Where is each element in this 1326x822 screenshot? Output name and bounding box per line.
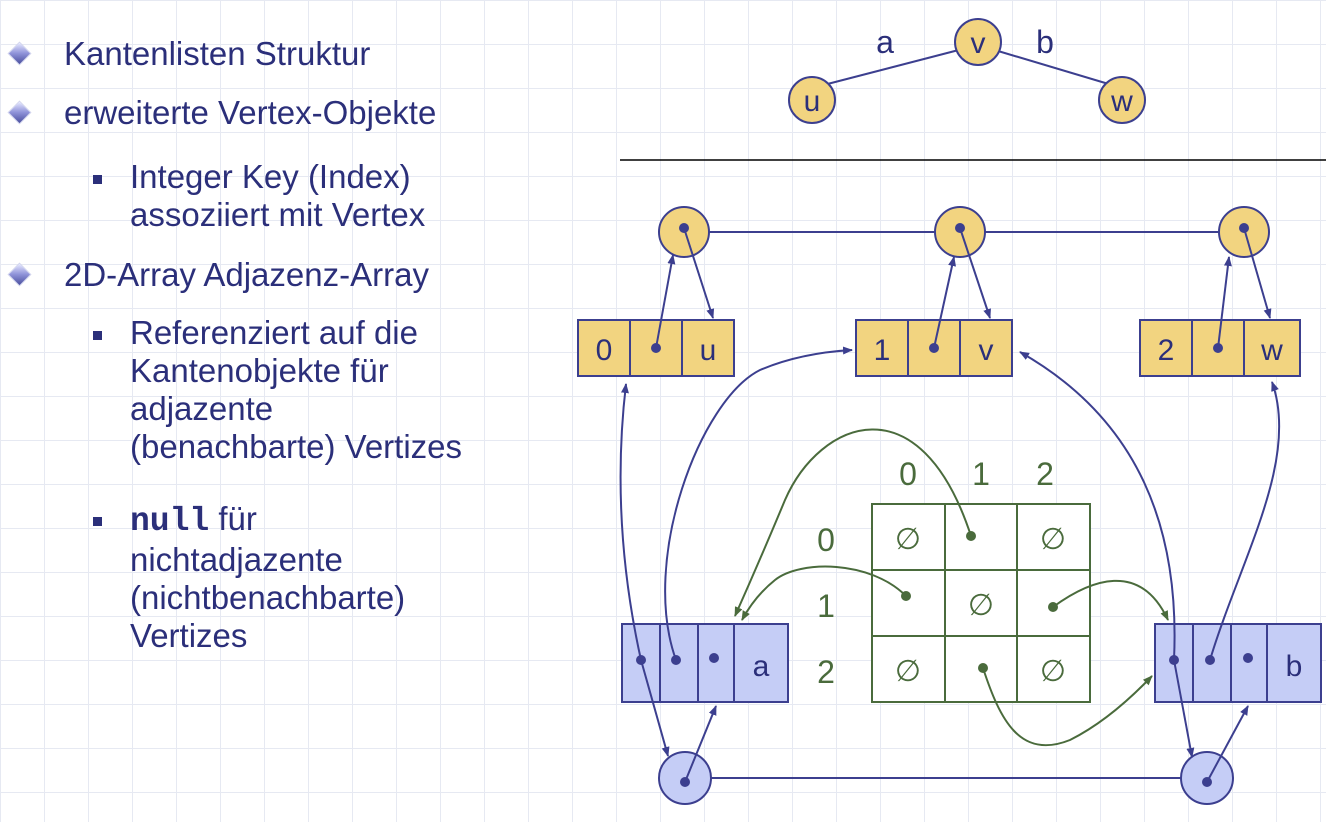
vertex-record-u-index: 0 — [596, 334, 613, 367]
subbullet-integer-key: Integer Key (Index) assoziiert mit Verte… — [92, 158, 426, 234]
subbullet-integer-key-line1: Integer Key (Index) — [130, 158, 411, 195]
edge-record-b-label: b — [1286, 650, 1303, 683]
edge-record-a-label: a — [753, 650, 770, 683]
vertex-record-w-index: 2 — [1158, 334, 1175, 367]
graph-vertex-v — [954, 18, 1002, 66]
matrix-reference-arrows — [734, 428, 1169, 747]
matrix-col-header-1: 1 — [972, 456, 990, 492]
vertex-record-v-label: v — [979, 334, 994, 367]
vertex-record-u: 0 u — [577, 319, 735, 377]
graph-vertex-w-label: w — [1110, 85, 1133, 118]
subbullet-references-edge-objects: Referenziert auf die Kantenobjekte für a… — [92, 314, 463, 466]
vertex-record-w-label: w — [1260, 334, 1283, 367]
subbullet-references-line3: adjazente — [130, 390, 274, 427]
null-keyword: null — [130, 503, 210, 540]
matrix-cell-2-0: ∅ — [895, 655, 921, 688]
bullet-list: Kantenlisten Struktur erweiterte Vertex-… — [0, 0, 560, 822]
vertex-record-u-label: u — [700, 334, 717, 367]
graph-edge-a — [811, 44, 979, 89]
subbullet-references-line1: Referenziert auf die — [130, 314, 418, 351]
vertex-record-w: 2 w — [1139, 319, 1301, 377]
matrix-col-header-0: 0 — [899, 456, 917, 492]
graph-vertex-v-label: v — [971, 27, 986, 60]
vertex-list-nodes — [658, 206, 1270, 258]
subbullet-null-line2: nichtadjazente — [130, 541, 343, 578]
graph-vertex-u-label: u — [804, 85, 821, 118]
vertex-pointer-arrows — [655, 227, 1272, 349]
bullet-edge-list-structure: Kantenlisten Struktur — [64, 35, 371, 72]
matrix-row-header-2: 2 — [817, 654, 835, 690]
subbullet-integer-key-line2: assoziiert mit Vertex — [130, 196, 426, 233]
subbullet-null-nonadjacent: null für nichtadjazente (nichtbenachbart… — [92, 500, 406, 655]
matrix-cell-2-2: ∅ — [1040, 655, 1066, 688]
matrix-row-header-0: 0 — [817, 522, 835, 558]
edge-record-b: b — [1154, 623, 1322, 703]
matrix-cell-0-0: ∅ — [895, 523, 921, 556]
bullet-extended-vertex-objects: erweiterte Vertex-Objekte — [64, 94, 437, 131]
graph-edge-b-label: b — [1036, 24, 1054, 60]
subbullet-null-line3: (nichtbenachbarte) — [130, 579, 406, 616]
vertex-record-v-index: 1 — [874, 334, 891, 367]
graph-vertex-u — [788, 76, 836, 124]
bullet-2d-adjacency-array: 2D-Array Adjazenz-Array — [64, 256, 429, 293]
graph-edge-b — [977, 44, 1123, 89]
edge-list-nodes — [658, 751, 1234, 805]
subbullet-references-line4: (benachbarte) Vertizes — [130, 428, 463, 465]
subbullet-null-line4: Vertizes — [130, 617, 248, 654]
graph-vertex-w — [1098, 76, 1146, 124]
matrix-col-header-2: 2 — [1036, 456, 1054, 492]
matrix-cell-0-2: ∅ — [1040, 523, 1066, 556]
adjacency-matrix: 0 1 2 0 1 2 ∅ ∅ ∅ ∅ ∅ — [817, 456, 1091, 703]
graph-edge-a-label: a — [876, 24, 894, 60]
edge-record-a: a — [621, 623, 789, 703]
edge-pointer-arrows — [619, 346, 1281, 783]
matrix-row-header-1: 1 — [817, 588, 835, 624]
graph-sketch: u v w a b — [788, 18, 1146, 124]
matrix-cell-1-1: ∅ — [968, 589, 994, 622]
subbullet-references-line2: Kantenobjekte für — [130, 352, 389, 389]
subbullet-null-line1-rest: für — [209, 500, 257, 537]
